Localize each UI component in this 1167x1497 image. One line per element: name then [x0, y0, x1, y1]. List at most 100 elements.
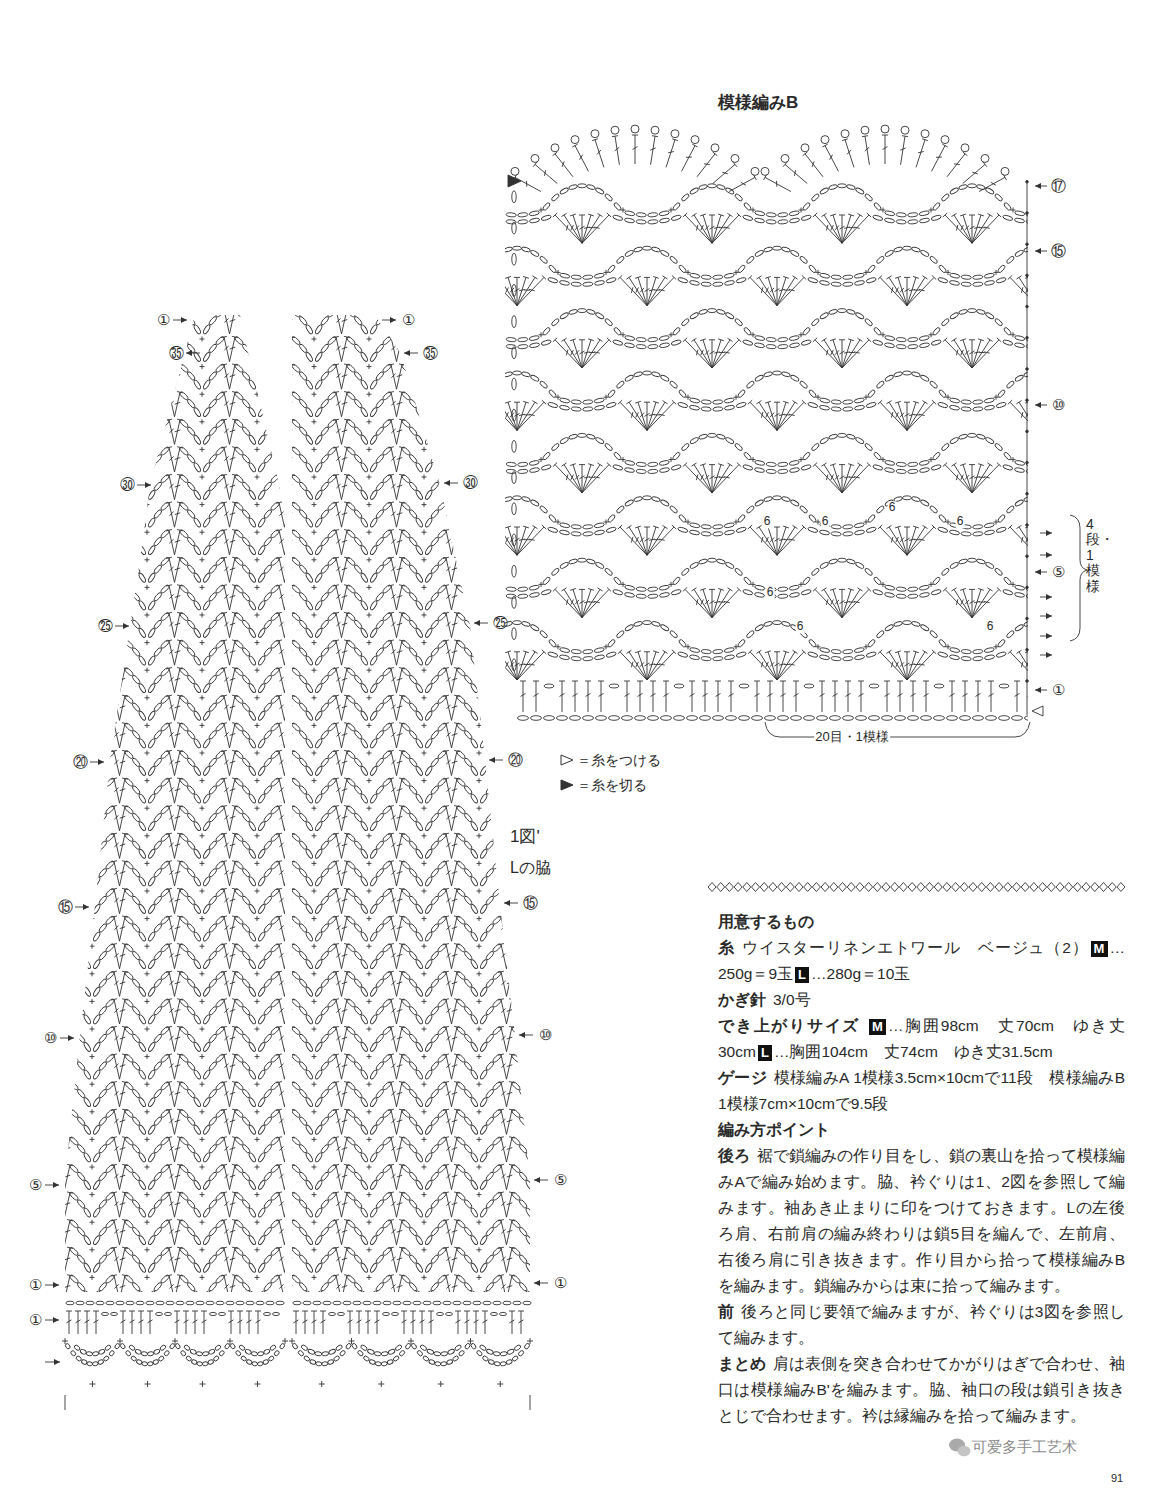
chain-stitch [595, 187, 605, 195]
chain-stitch [1115, 187, 1125, 195]
double-crochet [777, 652, 795, 680]
chain-stitch [660, 499, 670, 507]
chain-stitch [453, 407, 463, 412]
chain-stitch [994, 443, 1003, 452]
chain-stitch [651, 621, 661, 627]
chain-stitch [568, 558, 578, 564]
double-crochet-top [532, 401, 537, 404]
double-crochet-mark [640, 288, 644, 292]
chain-stitch [464, 280, 475, 286]
chain-stitch [486, 505, 495, 514]
chain-stitch [884, 467, 895, 473]
double-crochet-top [532, 525, 537, 528]
picot [821, 136, 829, 144]
chain-stitch [1079, 312, 1089, 320]
chain-stitch [1144, 460, 1155, 466]
chain-stitch [908, 587, 918, 592]
double-crochet-mark [1028, 693, 1033, 696]
chain-stitch [417, 402, 428, 409]
chain-stitch [541, 589, 552, 596]
chain-stitch [801, 464, 812, 471]
double-crochet-top [496, 525, 501, 528]
double-crochet-mark [724, 601, 730, 602]
chain-stitch [383, 246, 392, 250]
chain-stitch [908, 344, 918, 349]
chain-stitch [937, 651, 948, 658]
chain-stitch [1026, 344, 1036, 349]
double-crochet-top [691, 338, 696, 341]
chain-stitch [1106, 309, 1116, 315]
chain-stitch [932, 451, 941, 460]
chain-stitch [968, 184, 977, 188]
chain-stitch [973, 532, 983, 537]
double-crochet-mark [972, 172, 978, 174]
chain-stitch [453, 282, 463, 287]
chain-stitch [518, 469, 528, 474]
chain-stitch [531, 716, 542, 721]
chain-stitch [530, 624, 540, 632]
chain-stitch [672, 202, 681, 211]
picot [691, 136, 699, 144]
picot [1001, 167, 1009, 175]
chain-stitch [586, 434, 596, 440]
chain-stitch [854, 273, 865, 279]
double-crochet-top [942, 144, 947, 147]
double-crochet-top [467, 213, 472, 216]
double-crochet-mark [724, 477, 730, 478]
chain-stitch [1103, 275, 1113, 280]
chain-stitch [994, 193, 1003, 202]
double-crochet [697, 154, 715, 177]
double-crochet-top [1081, 338, 1086, 341]
chain-stitch [701, 282, 711, 287]
chain-stitch [672, 451, 681, 460]
double-crochet-top [1052, 276, 1057, 279]
double-crochet-top [922, 650, 927, 653]
chain-stitch [551, 443, 560, 452]
double-crochet-top [440, 339, 446, 341]
double-crochet-top [1127, 463, 1131, 467]
double-crochet-top [467, 463, 472, 466]
pattern-b-chart [347, 125, 1167, 720]
picot [551, 144, 559, 152]
double-crochet [452, 215, 461, 243]
chain-stitch [920, 374, 930, 382]
chain-stitch [1038, 212, 1048, 217]
double-crochet-mark [529, 539, 535, 540]
double-crochet-mark [450, 351, 455, 354]
chain-stitch [766, 212, 776, 217]
chain-stitch [838, 433, 847, 437]
chain-stitch [595, 312, 605, 320]
chain-stitch [476, 402, 487, 409]
chain-stitch [494, 499, 504, 507]
chain-stitch [778, 462, 788, 467]
chain-stitch [689, 187, 699, 195]
picot [711, 144, 719, 152]
chain-stitch [586, 309, 596, 315]
double-crochet-mark [770, 413, 774, 417]
chain-stitch [737, 264, 746, 273]
double-crochet-mark [984, 477, 990, 478]
chain-stitch [539, 380, 548, 389]
double-crochet-mark [529, 664, 535, 665]
double-crochet-mark [597, 150, 601, 154]
double-crochet-top [857, 338, 862, 341]
double-crochet [947, 154, 965, 177]
double-crochet-top [803, 152, 808, 156]
chain-stitch [843, 400, 853, 405]
chain-stitch [441, 275, 451, 280]
chain-stitch [568, 309, 578, 315]
double-crochet-top [423, 587, 427, 591]
double-crochet-top [951, 463, 956, 466]
chain-stitch [643, 371, 652, 375]
double-crochet-top [1117, 588, 1122, 591]
double-crochet [907, 277, 925, 305]
chain-stitch [1079, 405, 1090, 411]
double-crochet [729, 177, 755, 191]
chain-stitch [884, 624, 894, 632]
chain-stitch [997, 389, 1006, 398]
double-crochet [452, 215, 470, 243]
chain-stitch [911, 621, 921, 627]
chain-stitch [421, 193, 430, 202]
chain-stitch [726, 716, 737, 721]
chain-stitch [544, 684, 554, 688]
